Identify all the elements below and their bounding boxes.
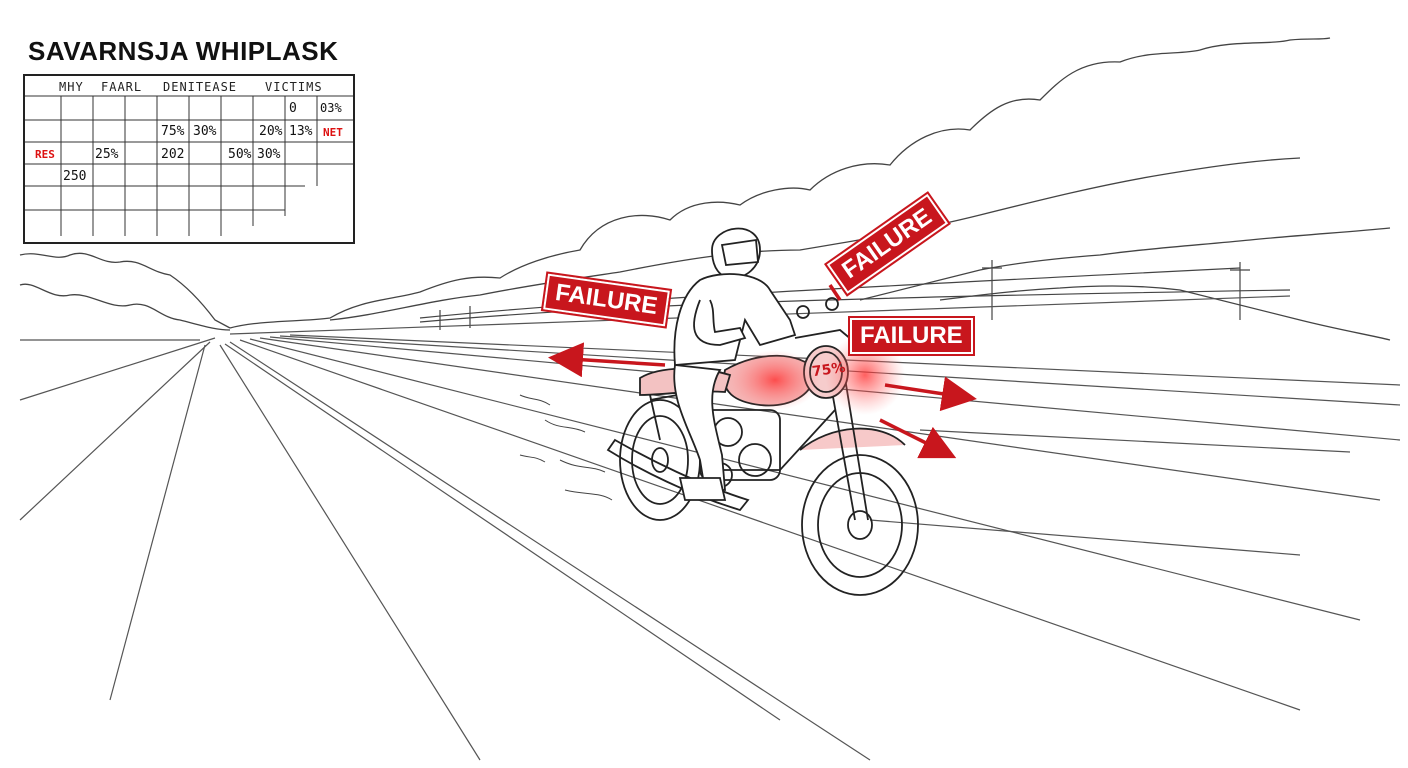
table-cell: 03%: [320, 101, 342, 115]
cloud-line: [19, 37, 1391, 341]
table-cell: 20%: [259, 124, 283, 139]
table-cell: 13%: [289, 124, 313, 139]
data-table: MHY FAARL DENITEASE VICTIMS 0 03% 75% 30…: [23, 74, 355, 244]
table-cell-red: NET: [323, 126, 343, 139]
table-header-mhy: MHY: [59, 80, 84, 94]
rider-icon: [673, 227, 797, 501]
headlight-glow: [825, 335, 905, 415]
failure-label-right: FAILURE: [848, 316, 975, 356]
road-lines: [19, 295, 1401, 761]
table-cell: 0: [289, 101, 297, 116]
table-cell: 30%: [257, 147, 281, 162]
speed-marks: [519, 394, 613, 501]
table-header-faarl: FAARL: [101, 80, 143, 94]
table-cell: 50%: [228, 147, 252, 162]
table-cell: 30%: [193, 124, 217, 139]
tank-glow: [730, 350, 820, 410]
page-title: SAVARNSJA WHIPLASK: [28, 36, 339, 66]
table-cell: 250: [63, 169, 87, 184]
table-header-victims: VICTIMS: [265, 80, 323, 94]
table-cell: 75%: [161, 124, 185, 139]
table-header-deniteease: DENITEASE: [163, 80, 238, 94]
table-cell: 202: [161, 147, 185, 162]
arrow-icon: [548, 284, 977, 459]
table-grid: [25, 95, 353, 236]
table-cell: 25%: [95, 147, 119, 162]
table-cell-red: RES: [35, 148, 55, 161]
